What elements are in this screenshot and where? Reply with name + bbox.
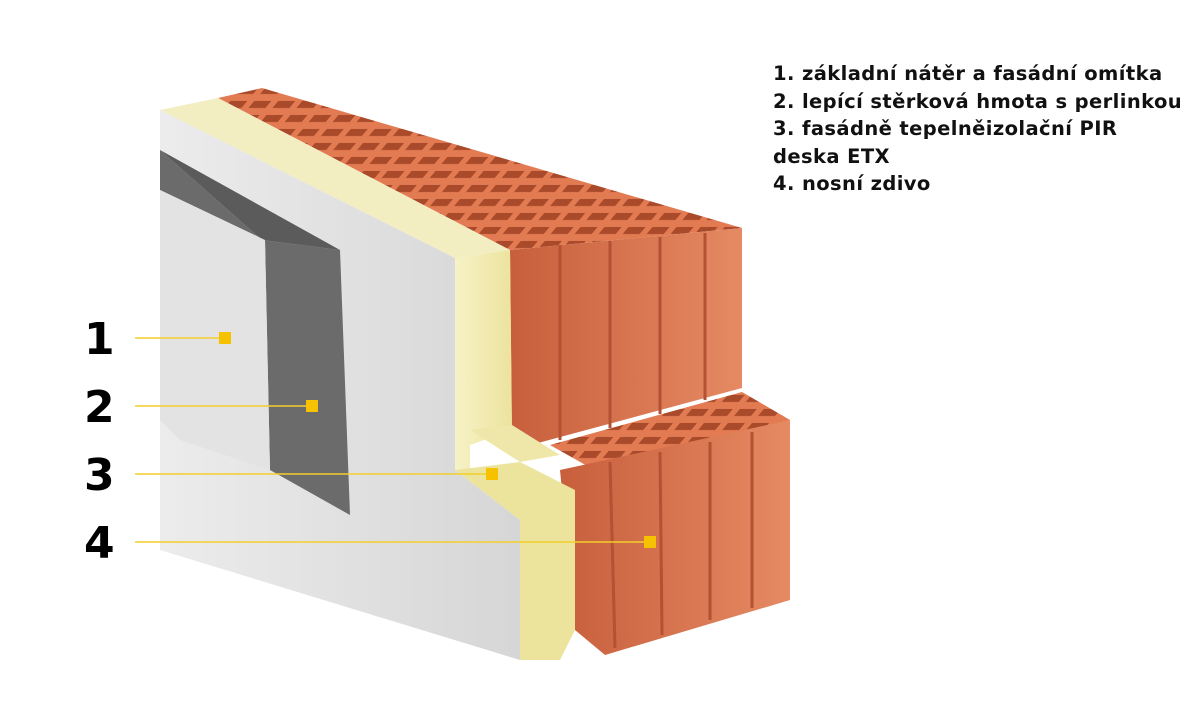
brick-ribs-lower (608, 432, 754, 649)
marker-4 (644, 536, 656, 548)
brick-face-upper (510, 228, 742, 450)
markers (219, 332, 656, 548)
brick-top-upper (218, 88, 742, 250)
insulation-side-lower (455, 462, 575, 660)
brick-top-lower (550, 392, 790, 472)
callout-number-2: 2 (84, 382, 115, 433)
brick-ribs-upper (558, 233, 707, 440)
legend-item-2: 2. lepící stěrková hmota s perlinkou (773, 89, 1183, 113)
legend-item-3: 3. fasádně tepelněizolační PIR deska ETX (773, 117, 1118, 168)
insulation-side-upper (455, 250, 512, 470)
marker-2 (306, 400, 318, 412)
callout-number-3: 3 (84, 450, 115, 501)
layer-legend: 1. základní nátěr a fasádní omítka 2. le… (773, 60, 1183, 198)
insulation-step (470, 425, 560, 462)
marker-3 (486, 468, 498, 480)
callout-number-1: 1 (84, 314, 115, 365)
callout-number-4: 4 (84, 518, 115, 569)
brick-face-lower (560, 420, 790, 655)
leader-lines (135, 337, 650, 543)
mesh-layer-top (160, 150, 340, 250)
mesh-layer (160, 150, 350, 515)
outer-plaster (160, 190, 270, 470)
insulation-top (160, 98, 510, 258)
marker-1 (219, 332, 231, 344)
legend-item-1: 1. základní nátěr a fasádní omítka (773, 62, 1163, 85)
legend-item-4: 4. nosní zdivo (773, 172, 931, 195)
